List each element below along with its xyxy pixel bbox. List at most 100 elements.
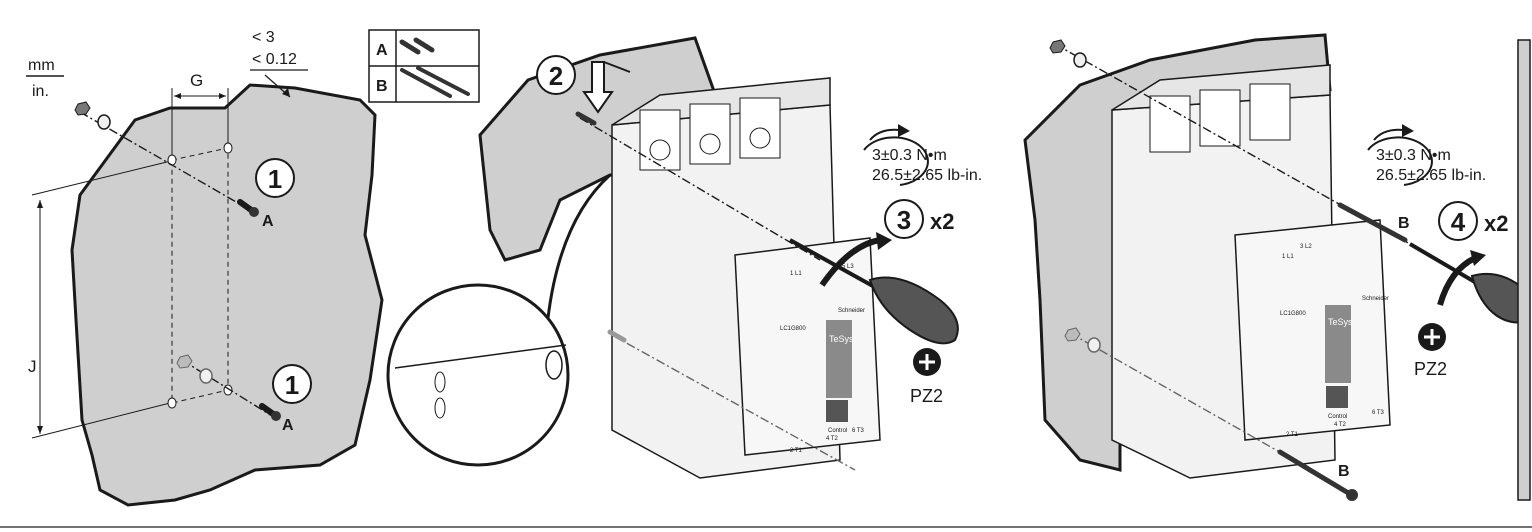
long-screw-icon (400, 66, 470, 98)
terminal-l3: 5 L3 (842, 264, 854, 270)
g-arrow-left (174, 93, 181, 99)
axis-top-2 (579, 117, 821, 261)
control-label: Control (828, 428, 847, 434)
step-4-badge (1438, 201, 1478, 241)
j-extension-bottom (31, 402, 171, 439)
model-label-3: LC1G800 (1280, 311, 1306, 317)
torque-arrowhead-2 (1402, 124, 1414, 137)
screw-top-2 (575, 111, 597, 126)
terminal-block (639, 97, 781, 171)
j-arrow-top (37, 200, 43, 208)
maker-label-3: Schneider (1362, 296, 1389, 302)
push-down-arrow-icon (582, 61, 614, 114)
terminal-l2-3: 3 L2 (1300, 244, 1312, 250)
step-3-multiplier: x2 (930, 209, 954, 234)
screw-label-b-bottom: B (1338, 463, 1350, 480)
brand-label-3: TeSys (1328, 317, 1353, 327)
panel-hang-device: 2 TeSys Schneider LC1G800 Control 1 L1 5… (386, 36, 982, 479)
step-3-badge (884, 199, 924, 239)
mounting-hole-lower (434, 397, 446, 419)
terminal-l1-3: 1 L1 (1282, 254, 1294, 260)
legend-key-b: B (376, 78, 388, 95)
screw-axis-top (79, 111, 251, 211)
step-4-number: 4 (1451, 207, 1466, 237)
dimension-j: J (28, 357, 37, 376)
control-module (734, 237, 881, 456)
screw-axis-bottom (181, 359, 273, 417)
torque-lbin-1: 26.5±2.65 lb-in. (872, 167, 982, 184)
qr-code-3 (1326, 386, 1348, 408)
screw-bottom-2 (607, 329, 627, 343)
qr-code (826, 400, 848, 422)
torque-nm-2: 3±0.3 N•m (1376, 147, 1451, 164)
rotation-arrow-1 (819, 237, 881, 287)
maker-label: Schneider (838, 308, 865, 314)
step-4-multiplier: x2 (1484, 211, 1508, 236)
model-label: LC1G800 (780, 326, 806, 332)
torque-arrowhead-1 (898, 124, 910, 137)
nut-top-3 (1049, 39, 1066, 54)
g-arrow-right (219, 93, 226, 99)
washer-bottom (199, 368, 213, 384)
step-1-badge-bottom (272, 364, 312, 404)
panel-final-screw: TeSys Schneider LC1G800 Control 1 L1 3 L… (1023, 33, 1526, 501)
hole-top-right (223, 142, 233, 154)
push-arrow-edge (603, 61, 631, 73)
tolerance-in: < 0.12 (252, 51, 297, 68)
rotation-arrow-2 (1437, 255, 1477, 306)
nut-top (74, 101, 91, 116)
legend-key-a: A (376, 42, 388, 59)
adjacent-panel-edge (1517, 39, 1531, 501)
terminal-t2: 4 T2 (826, 436, 839, 442)
driver-label-1: PZ2 (910, 386, 943, 406)
axis-bottom-2 (611, 334, 856, 471)
j-extension-top (31, 159, 176, 196)
terminal-block-3 (1149, 83, 1291, 153)
torque-nm-1: 3±0.3 N•m (872, 147, 947, 164)
rotation-arrowhead-2 (1470, 250, 1486, 266)
screw-a-bottom (259, 403, 281, 421)
step-2-number: 2 (549, 61, 563, 91)
control-label-3: Control (1328, 414, 1347, 420)
control-module-3 (1234, 219, 1391, 441)
unit-mm: mm (28, 57, 55, 74)
magnifier-edge (394, 344, 567, 369)
washer-bottom-3 (1087, 337, 1101, 353)
terminal-t1-3: 2 T1 (1286, 432, 1299, 438)
terminal-t3-3: 6 T3 (1372, 410, 1385, 416)
torque-rotate-arrow-1 (869, 128, 901, 141)
nut-bottom (176, 354, 193, 369)
step-1-number-top: 1 (268, 164, 282, 194)
tolerance-mm: < 3 (252, 29, 275, 46)
long-screw-b-bottom (1277, 449, 1358, 501)
terminal-l1: 1 L1 (790, 271, 802, 277)
panel-drilling: mm in. < 3 < 0.12 G J (26, 29, 384, 507)
hole-bottom-left (167, 397, 177, 409)
rotation-arrowhead-1 (876, 232, 892, 250)
brand-stripe (826, 320, 852, 398)
screw-legend: A B (368, 29, 480, 103)
nut-bottom-3 (1064, 327, 1081, 342)
pozidriv-cross-1 (919, 354, 935, 370)
terminal-t1: 2 T1 (790, 448, 803, 454)
step-1-number-bottom: 1 (285, 370, 299, 400)
terminal-t3: 6 T3 (852, 428, 865, 434)
step-3-number: 3 (897, 205, 911, 235)
screw-label-a-bottom: A (282, 417, 294, 434)
long-screw-b-top (1337, 202, 1408, 243)
torque-circle-1 (863, 136, 929, 186)
j-arrow-bottom (37, 426, 43, 434)
short-screw-icon (399, 37, 435, 55)
screw-label-a-top: A (262, 213, 274, 230)
mounting-hole-upper (434, 371, 446, 393)
screwdriver-2-icon (1408, 242, 1526, 324)
torque-rotate-arrow-2 (1373, 128, 1405, 141)
brand-stripe-3 (1325, 305, 1351, 383)
magnifier-tail (546, 173, 612, 319)
tolerance-arrow (282, 88, 290, 97)
brand-label: TeSys (829, 334, 854, 344)
screw-a-top (237, 199, 259, 217)
driver-label-2: PZ2 (1414, 359, 1447, 379)
unit-in: in. (32, 83, 49, 100)
